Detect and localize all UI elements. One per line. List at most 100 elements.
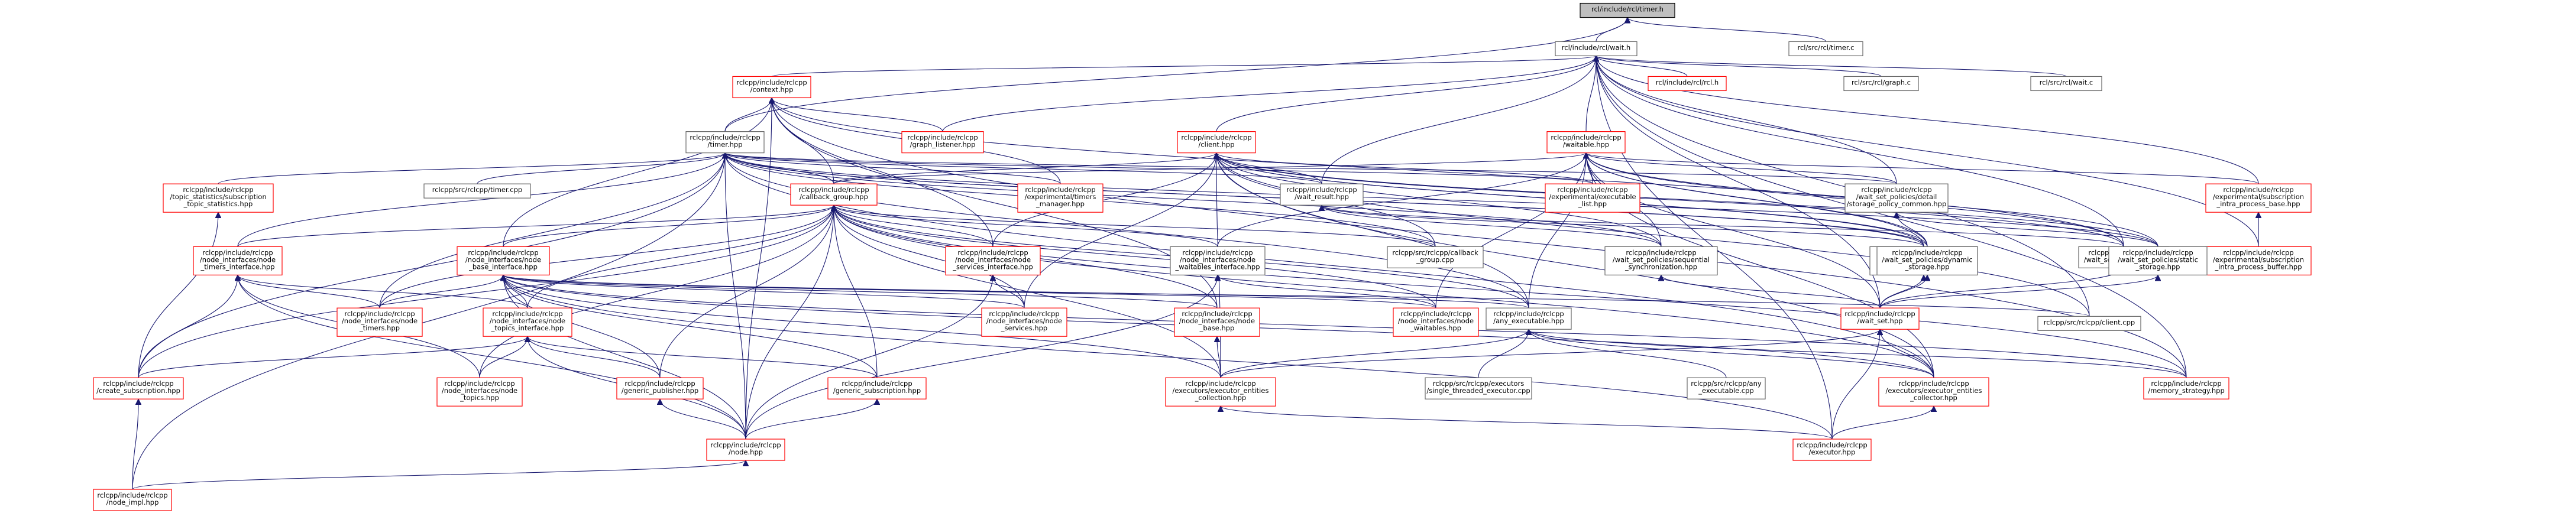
edge-callback-group-hpp-to-timer-hpp	[725, 152, 834, 184]
node-wait-h[interactable]: rcl/include/rcl/wait.h	[1555, 41, 1637, 57]
node-generic-pub-hpp[interactable]: rclcpp/include/rclcpp/generic_publisher.…	[616, 377, 704, 399]
node-any-exec-cpp[interactable]: rclcpp/src/rclcpp/any_executable.cpp	[1687, 377, 1766, 399]
edge-memory-strategy-hpp-to-ni-base-iface-hpp	[503, 275, 2187, 378]
node-label-line: /node_interfaces/node	[442, 386, 517, 395]
node-ni-waitables-hpp[interactable]: rclcpp/include/rclcpp/node_interfaces/no…	[1393, 307, 1479, 337]
node-storage-common-hpp[interactable]: rclcpp/include/rclcpp/wait_set_policies/…	[1844, 183, 1949, 213]
node-rcl-h[interactable]: rcl/include/rcl/rcl.h	[1648, 76, 1727, 92]
node-ni-timers-hpp[interactable]: rclcpp/include/rclcpp/node_interfaces/no…	[336, 307, 423, 337]
node-label-line: _services_interface.hpp	[952, 262, 1033, 271]
edge-ni-services-hpp-to-ni-base-iface-hpp	[503, 274, 1025, 308]
node-create-sub-hpp[interactable]: rclcpp/include/rclcpp/create_subscriptio…	[93, 377, 184, 399]
node-label-line: _topic_statistics.hpp	[183, 200, 253, 208]
node-wait-set-hpp[interactable]: rclcpp/include/rclcpp/wait_set.hpp	[1840, 307, 1920, 330]
node-label-line: /node_interfaces/node	[955, 255, 1031, 264]
node-label-line: /client.hpp	[1198, 141, 1234, 149]
node-context-hpp[interactable]: rclcpp/include/rclcpp/context.hpp	[732, 76, 811, 99]
node-label-line: rcl/include/rcl/rcl.h	[1656, 78, 1719, 86]
node-ni-topics-iface-hpp[interactable]: rclcpp/include/rclcpp/node_interfaces/no…	[483, 307, 572, 337]
node-label-line: rclcpp/include/rclcpp	[624, 379, 695, 388]
edge-exec-collector-hpp-to-wait-set-hpp	[1880, 329, 1934, 378]
node-box	[2037, 316, 2141, 331]
node-label-line: rclcpp/include/rclcpp	[1181, 134, 1251, 142]
node-box	[1546, 131, 1626, 154]
node-label-line: _services.hpp	[1001, 324, 1047, 332]
node-timer-hpp[interactable]: rclcpp/include/rclcpp/timer.hpp	[685, 131, 765, 154]
node-box	[336, 307, 423, 337]
node-timer-c[interactable]: rcl/src/rcl/timer.c	[1788, 41, 1863, 57]
node-label-line: rclcpp/include/rclcpp	[957, 248, 1028, 256]
node-label-line: rclcpp/include/rclcpp	[1185, 379, 1255, 388]
node-box	[790, 183, 878, 206]
node-timers-manager-hpp[interactable]: rclcpp/include/rclcpp/experimental/timer…	[1017, 183, 1103, 213]
edge-wait-set-hpp-to-thread-safe-hpp	[1879, 275, 1924, 308]
node-box	[2030, 76, 2102, 92]
node-waitable-hpp[interactable]: rclcpp/include/rclcpp/waitable.hpp	[1546, 131, 1626, 154]
node-ni-services-hpp[interactable]: rclcpp/include/rclcpp/node_interfaces/no…	[981, 307, 1067, 337]
node-label-line: _waitables.hpp	[1410, 324, 1461, 332]
edge-timer-hpp-to-timer-h	[724, 18, 1627, 132]
node-timer-h[interactable]: rcl/include/rcl/timer.h	[1580, 2, 1675, 18]
node-exec-collector-hpp[interactable]: rclcpp/include/rclcpp/executors/executor…	[1878, 377, 1989, 407]
node-exec-coll-hpp[interactable]: rclcpp/include/rclcpp/executors/executor…	[1165, 377, 1276, 407]
node-wait-result-hpp[interactable]: rclcpp/include/rclcpp/wait_result.hpp	[1280, 183, 1364, 206]
node-node-hpp[interactable]: rclcpp/include/rclcpp/node.hpp	[706, 438, 785, 461]
edge-wait-result-hpp-to-wait-h	[1321, 56, 1596, 184]
node-label-line: _collector.hpp	[1910, 394, 1957, 402]
node-label-line: /node_impl.hpp	[106, 498, 159, 506]
node-label-line: /node_interfaces/node	[1398, 317, 1474, 325]
node-label-line: rclcpp/include/rclcpp	[1557, 186, 1627, 194]
node-intra-buffer-hpp[interactable]: rclcpp/include/rclcpp/experimental/subsc…	[2205, 246, 2312, 275]
node-ni-base-hpp[interactable]: rclcpp/include/rclcpp/node_interfaces/no…	[1174, 307, 1260, 337]
node-ni-base-iface-hpp[interactable]: rclcpp/include/rclcpp/node_interfaces/no…	[457, 246, 550, 275]
edge-ni-base-iface-hpp-to-context-hpp	[503, 98, 772, 247]
node-node-impl-hpp[interactable]: rclcpp/include/rclcpp/node_impl.hpp	[93, 489, 172, 511]
node-label-line: rclcpp/include/rclcpp	[1797, 441, 1867, 449]
node-dynamic-storage-hpp[interactable]: rclcpp/include/rclcpp/wait_set_policies/…	[1876, 246, 1978, 275]
edge-wait-set-template-hpp-to-context-hpp	[772, 98, 2124, 247]
node-callback-group-cpp[interactable]: rclcpp/src/rclcpp/callback_group.cpp	[1387, 246, 1484, 268]
edge-node-impl-hpp-to-timer-hpp	[132, 153, 725, 490]
edge-ni-waitables-hpp-to-waitable-hpp	[1435, 153, 1586, 308]
node-label-line: /memory_strategy.hpp	[2148, 386, 2225, 395]
edge-wait-c-to-wait-h	[1596, 55, 2067, 77]
node-label-line: rclcpp/include/rclcpp	[710, 441, 781, 449]
node-label-line: _base.hpp	[1199, 324, 1235, 332]
node-box	[1580, 2, 1675, 18]
node-ni-topics-hpp[interactable]: rclcpp/include/rclcpp/node_interfaces/no…	[436, 377, 523, 407]
node-box	[93, 377, 184, 399]
node-ni-timers-iface-hpp[interactable]: rclcpp/include/rclcpp/node_interfaces/no…	[193, 246, 283, 275]
node-seq-sync-hpp[interactable]: rclcpp/include/rclcpp/wait_set_policies/…	[1604, 246, 1718, 275]
node-graph-c[interactable]: rcl/src/rcl/graph.c	[1843, 76, 1919, 92]
node-ni-services-iface-hpp[interactable]: rclcpp/include/rclcpp/node_interfaces/no…	[945, 246, 1041, 275]
edge-timer-cpp-to-timer-hpp	[477, 152, 725, 184]
node-intra-base-hpp[interactable]: rclcpp/include/rclcpp/experimental/subsc…	[2205, 183, 2312, 213]
node-client-cpp[interactable]: rclcpp/src/rclcpp/client.cpp	[2037, 316, 2141, 331]
node-static-storage-hpp[interactable]: rclcpp/include/rclcpp/wait_set_policies/…	[2108, 246, 2208, 275]
node-client-hpp[interactable]: rclcpp/include/rclcpp/client.hpp	[1177, 131, 1256, 154]
node-label-line: /storage_policy_common.hpp	[1847, 200, 1947, 208]
node-memory-strategy-hpp[interactable]: rclcpp/include/rclcpp/memory_strategy.hp…	[2143, 377, 2229, 399]
node-ni-waitables-iface-hpp[interactable]: rclcpp/include/rclcpp/node_interfaces/no…	[1170, 246, 1266, 275]
node-label-line: _storage.hpp	[1905, 262, 1950, 271]
node-label-line: /node_interfaces/node	[490, 317, 565, 325]
node-topic-stats-hpp[interactable]: rclcpp/include/rclcpp/topic_statistics/s…	[163, 183, 274, 213]
node-wait-c[interactable]: rcl/src/rcl/wait.c	[2030, 76, 2102, 92]
node-single-threaded-cpp[interactable]: rclcpp/src/rclcpp/executors/single_threa…	[1425, 377, 1532, 399]
node-generic-sub-hpp[interactable]: rclcpp/include/rclcpp/generic_subscripti…	[827, 377, 927, 399]
node-label-line: _list.hpp	[1578, 200, 1607, 208]
node-box	[1604, 246, 1718, 275]
node-box	[436, 377, 523, 407]
node-box	[1387, 246, 1484, 268]
node-any-exec-hpp[interactable]: rclcpp/include/rclcpp/any_executable.hpp	[1486, 307, 1572, 330]
node-callback-group-hpp[interactable]: rclcpp/include/rclcpp/callback_group.hpp	[790, 183, 878, 206]
node-timer-cpp[interactable]: rclcpp/src/rclcpp/timer.cpp	[423, 183, 531, 199]
node-executor-hpp[interactable]: rclcpp/include/rclcpp/executor.hpp	[1792, 438, 1872, 461]
node-box	[1425, 377, 1532, 399]
node-graph-listener-hpp[interactable]: rclcpp/include/rclcpp/graph_listener.hpp	[901, 131, 984, 154]
edge-single-threaded-cpp-to-any-exec-hpp	[1478, 329, 1529, 378]
node-label-line: rclcpp/include/rclcpp	[1182, 248, 1253, 256]
node-label-line: _group.cpp	[1416, 255, 1454, 264]
node-label-line: rcl/include/rcl/wait.h	[1562, 43, 1630, 51]
node-exec-list-hpp[interactable]: rclcpp/include/rclcpp/experimental/execu…	[1545, 183, 1640, 213]
